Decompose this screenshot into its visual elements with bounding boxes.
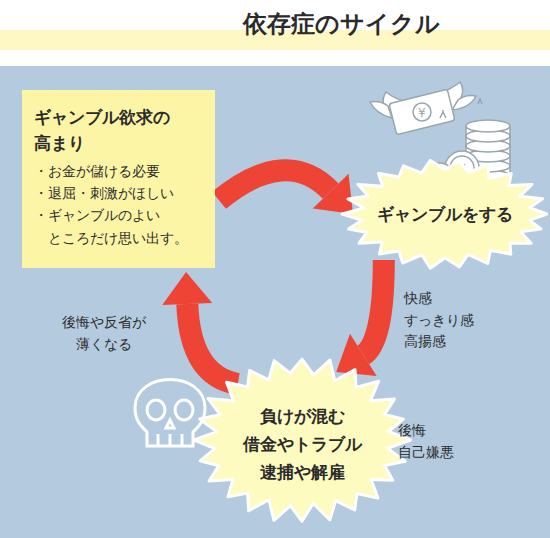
arrow-head — [313, 174, 353, 214]
note-label: 後悔 自己嫌悪 — [398, 420, 454, 463]
cycle-arrow — [219, 170, 353, 214]
starburst-outline — [194, 359, 410, 521]
arrow-head — [162, 272, 212, 305]
process-box: ギャンブル欲求の 高まり・お金が儲ける必要・退屈・刺激がほしい・ギャンブルのよい… — [22, 90, 215, 268]
arrow-shaft — [363, 260, 383, 355]
node-text: ギャンブルをする — [377, 200, 513, 228]
box-heading: ギャンブル欲求の 高まり — [34, 104, 170, 157]
skull-illustration — [135, 380, 205, 447]
svg-text:¥: ¥ — [418, 106, 426, 120]
cycle-arrow — [336, 260, 384, 376]
starburst-node: 負けが混む 借金やトラブル 逮捕や解雇 — [195, 358, 409, 522]
list-item: ・ギャンブルのよい ところだけ思い出す。 — [34, 204, 205, 249]
cycle-arrow — [162, 272, 238, 384]
edge-label: 快感 すっきり感 高揚感 — [404, 288, 474, 353]
diagram-title: 依存症のサイクル — [243, 8, 440, 40]
starburst-outline — [342, 160, 547, 268]
arrow-shaft — [187, 304, 238, 384]
list-item: ・退屈・刺激がほしい — [34, 182, 205, 204]
edge-label: 後悔や反省が 薄くなる — [62, 312, 146, 355]
arrow-shaft — [219, 170, 331, 200]
node-text: 負けが混む 借金やトラブル 逮捕や解雇 — [243, 402, 362, 486]
list-item: ・お金が儲ける必要 — [34, 160, 205, 182]
starburst-node: ギャンブルをする — [343, 160, 547, 268]
